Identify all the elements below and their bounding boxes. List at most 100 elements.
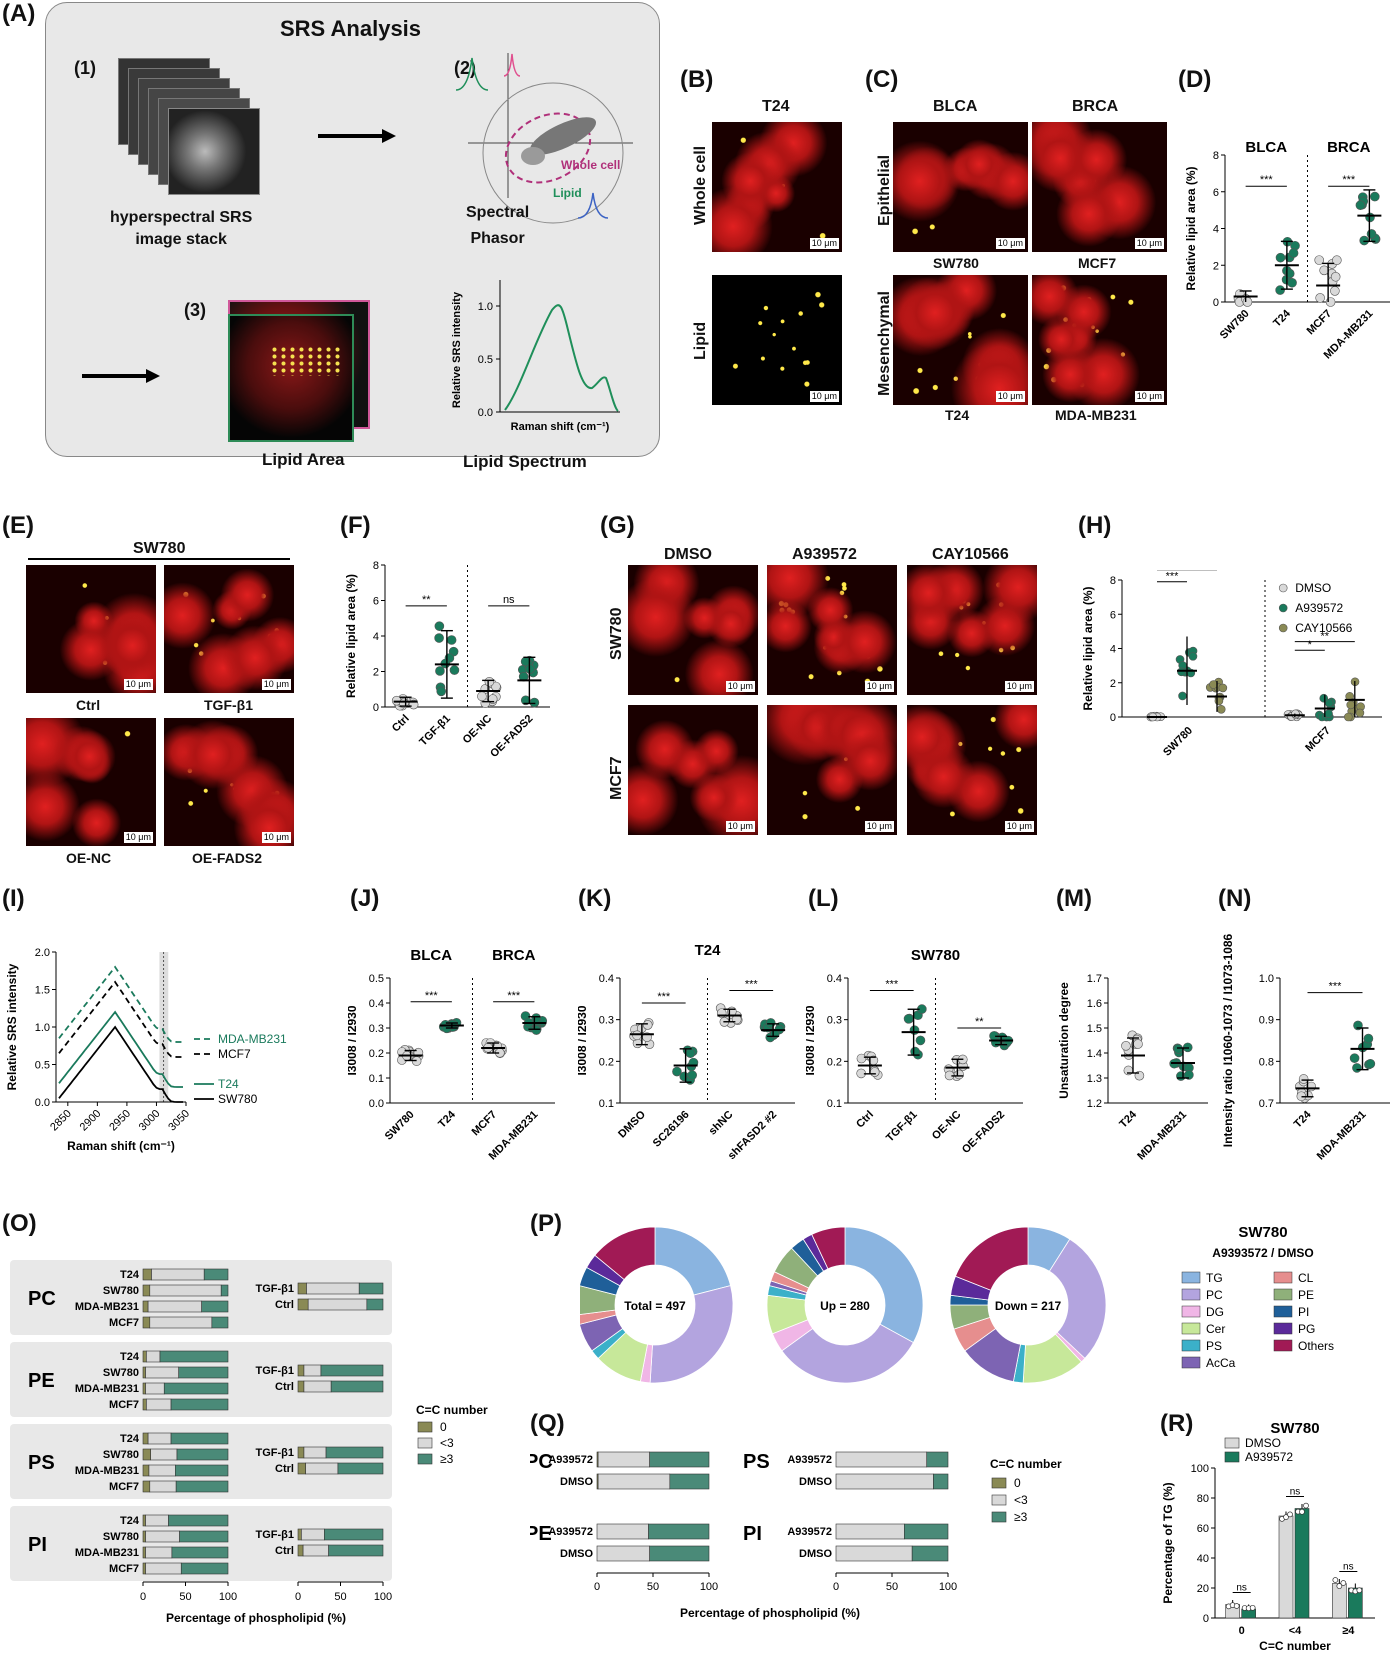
donut-center-label: Total = 497 (624, 1299, 686, 1313)
series-line (58, 965, 183, 1043)
stack-label: hyperspectral SRS image stack (110, 209, 253, 248)
b-row-lipid: Lipid (692, 321, 709, 360)
row-label: Ctrl (275, 1299, 294, 1311)
data-point (435, 666, 445, 676)
row-label: A939572 (548, 1526, 593, 1538)
data-point (1319, 265, 1329, 276)
sig-label: ns (1343, 1562, 1354, 1573)
stacked-segment (649, 1451, 710, 1468)
micrograph-t24-whole-cell: 10 μm (712, 122, 842, 252)
y-tick-label: 40 (1197, 1553, 1209, 1565)
legend-label: AcCa (1206, 1356, 1236, 1370)
y-tick-label: 1.5 (35, 985, 50, 997)
sig-label: *** (507, 990, 521, 1002)
micrograph-oe-fads2: 10 μm (164, 718, 294, 846)
stacked-segment (597, 1451, 650, 1468)
panel-label-b: (B) (680, 66, 714, 93)
x-tick-label: MDA-MB231 (1315, 1109, 1369, 1163)
stacked-segment (149, 1316, 213, 1329)
stacked-segment (176, 1448, 229, 1461)
y-tick-label: 0.1 (369, 1073, 384, 1085)
legend-label: PE (1298, 1288, 1314, 1302)
row-label: SW780 (103, 1285, 139, 1297)
sig-label: *** (425, 990, 439, 1002)
x-tick-label: SW780 (383, 1109, 417, 1143)
legend-title: C=C number (416, 1403, 488, 1417)
micrograph-mcf7-dmso: 10 μm (628, 705, 758, 835)
y-tick-label: 6 (373, 596, 379, 608)
legend-label: PC (1206, 1288, 1223, 1302)
e-label-tgf: TGF-β1 (204, 697, 253, 713)
legend-marker (1278, 603, 1288, 613)
y-tick-label: 0 (1110, 712, 1116, 724)
stacked-segment (297, 1298, 309, 1311)
row-label: MCF7 (109, 1563, 139, 1575)
data-point (1188, 652, 1198, 661)
data-point (434, 633, 444, 643)
row-label: MCF7 (109, 1317, 139, 1329)
y-tick-label: 0.3 (827, 1015, 842, 1027)
data-point (1299, 1508, 1305, 1515)
x-tick-label: OE-FADS2 (960, 1109, 1007, 1156)
donut-slice (844, 1226, 924, 1344)
data-point (1330, 271, 1341, 282)
legend-label: A939572 (1245, 1450, 1293, 1464)
spectral-phasor (455, 53, 633, 224)
stacked-segment (669, 1473, 710, 1490)
stacked-segment (211, 1316, 229, 1329)
legend-swatch (1224, 1451, 1240, 1463)
micrograph-t24-lipid: 10 μm (712, 275, 842, 405)
row-label: T24 (120, 1269, 140, 1281)
class-label: PC (28, 1288, 56, 1310)
x-tick-label: 3050 (166, 1108, 192, 1134)
sig-label: ns (503, 594, 515, 606)
micrograph-mcf7-epithelial: 10 μm (1032, 122, 1167, 252)
sig-label: ** (422, 594, 431, 606)
step-3-label: (3) (184, 300, 206, 320)
y-axis-label: Relative lipid area (%) (1185, 166, 1198, 290)
legend-swatch (991, 1511, 1007, 1523)
data-point (1288, 248, 1299, 258)
row-label: DMSO (799, 1476, 832, 1488)
x-tick-label: SW780 (1161, 725, 1195, 759)
y-axis-label: Relative lipid area (%) (345, 574, 358, 698)
g-row-sw780: SW780 (608, 607, 625, 660)
legend-label: <3 (440, 1436, 454, 1450)
stacked-segment (649, 1545, 710, 1562)
legend-label: T24 (218, 1077, 239, 1091)
stacked-segment (297, 1282, 307, 1295)
panel-label-g: (G) (600, 512, 635, 539)
legend-label: PI (1298, 1305, 1309, 1319)
data-point (1287, 1511, 1293, 1518)
x-tick-label: 2950 (107, 1108, 133, 1134)
stacked-segment (175, 1480, 229, 1493)
stacked-segment (220, 1284, 229, 1297)
legend-label: <3 (1014, 1493, 1028, 1507)
y-tick-label: 0.9 (1259, 1015, 1274, 1027)
b-row-whole-cell: Whole cell (692, 145, 709, 225)
x-tick-label: 100 (374, 1591, 392, 1603)
data-point (915, 1035, 926, 1046)
stacked-segment (303, 1364, 322, 1377)
stacked-segment (835, 1473, 934, 1490)
data-point (436, 686, 447, 697)
stacked-segment (168, 1514, 229, 1527)
y-tick-label: 0.7 (1259, 1098, 1274, 1110)
row-label: MDA-MB231 (75, 1465, 139, 1477)
stacked-segment (142, 1350, 147, 1363)
y-tick-label: 0.2 (369, 1048, 384, 1060)
data-point (856, 1053, 867, 1064)
row-label: SW780 (103, 1449, 139, 1461)
data-point (1359, 235, 1369, 246)
x-axis-label: C=C number (1259, 1639, 1331, 1653)
y-tick-label: 1.7 (1087, 973, 1102, 985)
class-label: PC (530, 1451, 553, 1473)
stacked-segment (175, 1464, 229, 1477)
stacked-segment (171, 1546, 229, 1559)
